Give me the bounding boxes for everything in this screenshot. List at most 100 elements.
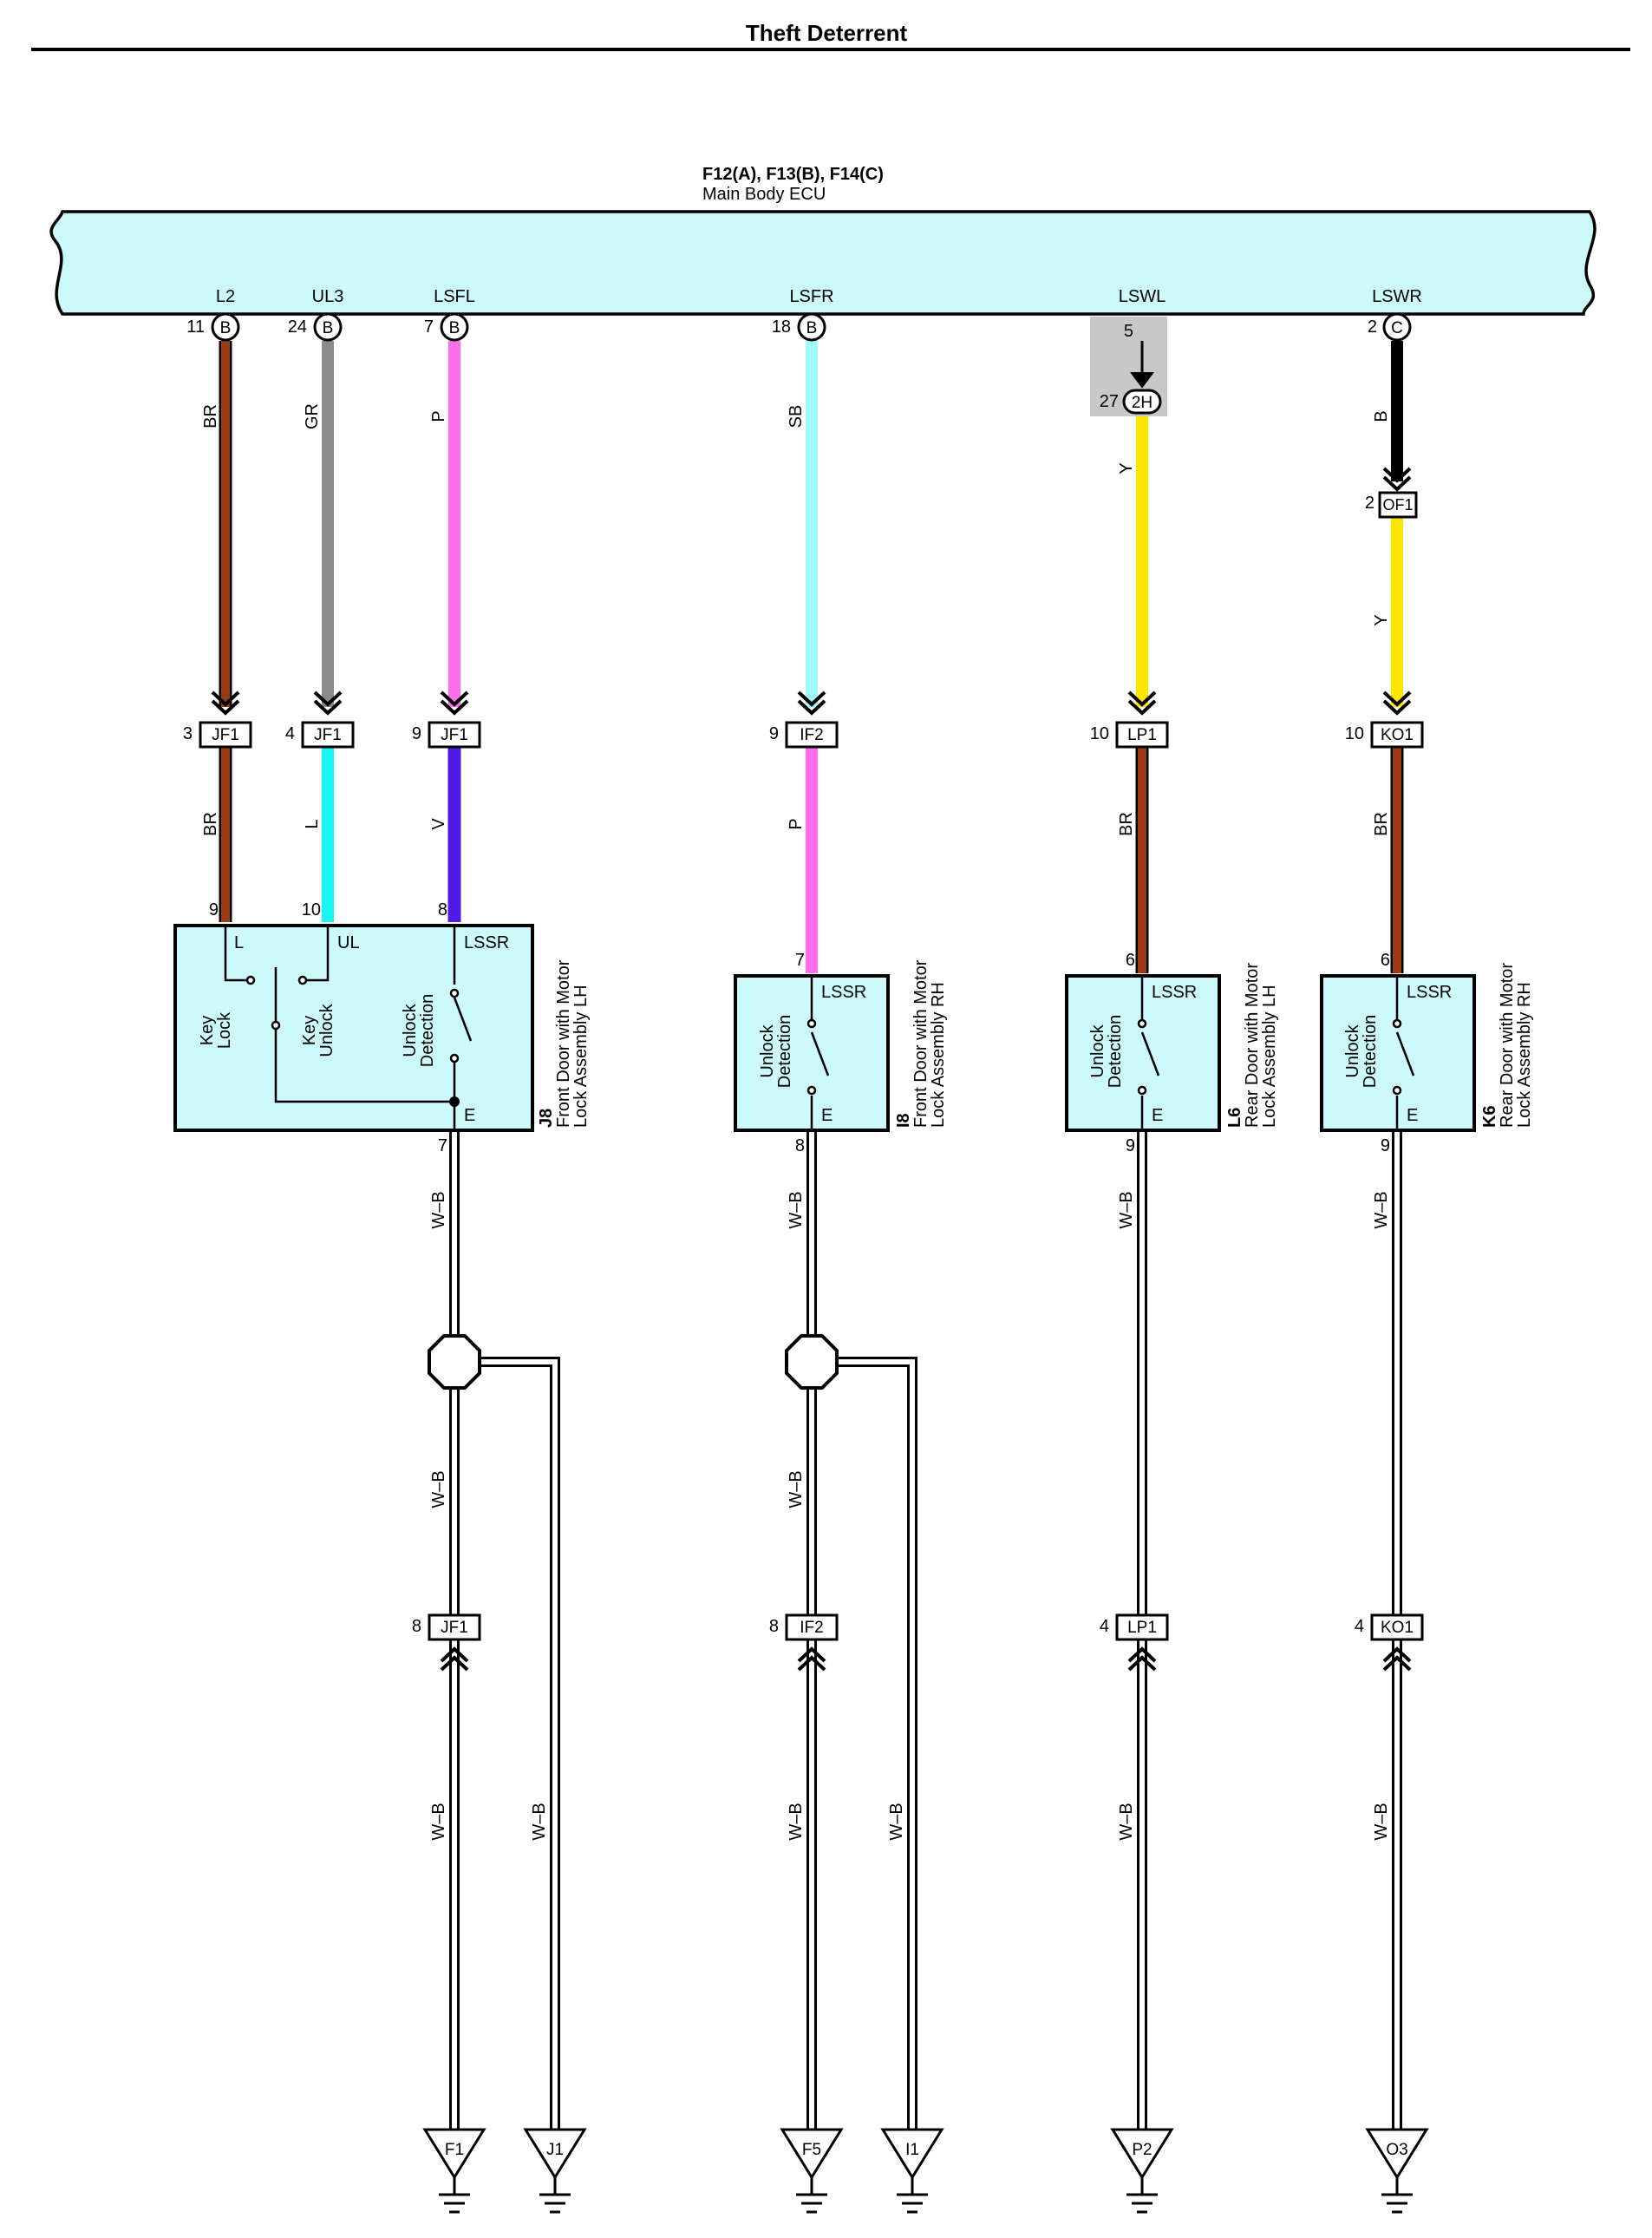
- svg-text:W–B: W–B: [1117, 1803, 1136, 1840]
- svg-text:W–B: W–B: [530, 1803, 549, 1840]
- svg-text:W–B: W–B: [1372, 1803, 1391, 1840]
- svg-text:W–B: W–B: [887, 1803, 906, 1840]
- svg-text:4: 4: [1355, 1617, 1364, 1636]
- svg-text:3: 3: [183, 724, 193, 743]
- svg-text:Front Door with Motor: Front Door with Motor: [911, 959, 930, 1128]
- svg-text:L: L: [234, 933, 244, 952]
- svg-text:JF1: JF1: [441, 726, 468, 744]
- svg-text:9: 9: [209, 900, 219, 919]
- svg-text:5: 5: [1124, 322, 1133, 341]
- svg-text:27: 27: [1100, 392, 1119, 411]
- svg-text:Front Door with Motor: Front Door with Motor: [554, 959, 573, 1128]
- svg-text:LP1: LP1: [1127, 1619, 1157, 1637]
- svg-text:GR: GR: [303, 403, 322, 429]
- svg-text:Rear Door with Motor: Rear Door with Motor: [1243, 963, 1262, 1128]
- svg-text:Unlock: Unlock: [1343, 1024, 1362, 1077]
- svg-text:Y: Y: [1372, 614, 1391, 625]
- svg-text:10: 10: [302, 900, 321, 919]
- svg-text:E: E: [1152, 1106, 1163, 1125]
- ground-f1: F1: [422, 2128, 486, 2214]
- ground-i1: I1: [880, 2128, 944, 2214]
- svg-text:C: C: [1391, 319, 1403, 337]
- ground-f5: F5: [780, 2128, 844, 2214]
- svg-text:E: E: [821, 1106, 833, 1125]
- svg-text:B: B: [1372, 410, 1391, 422]
- svg-text:Lock Assembly LH: Lock Assembly LH: [571, 985, 591, 1128]
- svg-text:Detection: Detection: [1106, 1015, 1125, 1089]
- ecu-connector-refs: F12(A), F13(B), F14(C): [702, 165, 884, 184]
- svg-text:IF2: IF2: [800, 1619, 823, 1637]
- svg-text:K6: K6: [1480, 1105, 1499, 1128]
- svg-text:9: 9: [412, 724, 421, 743]
- svg-text:LP1: LP1: [1127, 726, 1157, 744]
- svg-text:B: B: [449, 319, 460, 337]
- svg-text:Unlock: Unlock: [758, 1024, 777, 1077]
- ecu-pin-lsfl: LSFL: [434, 287, 475, 306]
- svg-text:B: B: [220, 319, 232, 337]
- svg-text:8: 8: [438, 900, 447, 919]
- svg-text:Y: Y: [1117, 462, 1136, 474]
- svg-text:B: B: [323, 319, 334, 337]
- ground-j1: J1: [523, 2128, 587, 2214]
- svg-text:Key: Key: [300, 1016, 319, 1045]
- svg-text:F1: F1: [445, 2141, 464, 2159]
- module-i8: 7 LSSR E Unlock Detection 8 I8 Front Doo…: [734, 951, 948, 1155]
- wb-wires: [449, 1128, 1402, 2130]
- svg-text:Detection: Detection: [775, 1015, 794, 1089]
- ground-p2: P2: [1110, 2128, 1174, 2214]
- splice-point-j8: [428, 1334, 481, 1390]
- svg-text:SB: SB: [787, 405, 806, 429]
- ecu-pin-l2: L2: [216, 287, 235, 306]
- svg-text:LSSR: LSSR: [821, 983, 866, 1002]
- module-k6: 6 LSSR E Unlock Detection 9 K6 Rear Door…: [1320, 951, 1534, 1155]
- svg-text:LSSR: LSSR: [464, 933, 509, 952]
- svg-text:E: E: [1407, 1106, 1418, 1125]
- splice-point-i8: [785, 1334, 839, 1390]
- module-l6: 6 LSSR E Unlock Detection 9 L6 Rear Door…: [1065, 951, 1279, 1155]
- svg-text:9: 9: [769, 724, 779, 743]
- svg-text:BR: BR: [201, 812, 220, 836]
- junction-2h: 27 2H: [1100, 389, 1162, 415]
- svg-text:BR: BR: [1372, 812, 1391, 836]
- ecu-pin-ul3: UL3: [312, 287, 344, 306]
- svg-text:P2: P2: [1132, 2141, 1152, 2159]
- svg-text:P: P: [429, 410, 448, 422]
- svg-text:Lock Assembly RH: Lock Assembly RH: [1515, 982, 1534, 1128]
- svg-text:OF1: OF1: [1382, 496, 1413, 514]
- svg-text:8: 8: [795, 1136, 805, 1155]
- svg-text:7: 7: [438, 1136, 447, 1155]
- svg-text:O3: O3: [1386, 2141, 1407, 2159]
- svg-text:4: 4: [285, 724, 295, 743]
- junction-row-lower: 8 JF1 8 IF2 4 LP1 4 KO1: [412, 1613, 1424, 1641]
- svg-text:W–B: W–B: [429, 1803, 448, 1840]
- svg-text:P: P: [787, 818, 806, 829]
- svg-text:W–B: W–B: [787, 1803, 806, 1840]
- ecu-body: [49, 210, 1596, 316]
- svg-text:9: 9: [1126, 1136, 1135, 1155]
- svg-text:6: 6: [1126, 951, 1135, 970]
- svg-text:Unlock: Unlock: [401, 1003, 420, 1057]
- svg-text:7: 7: [424, 317, 434, 337]
- svg-text:W–B: W–B: [1117, 1191, 1136, 1228]
- svg-text:W–B: W–B: [787, 1470, 806, 1508]
- svg-text:KO1: KO1: [1381, 1619, 1414, 1637]
- svg-text:KO1: KO1: [1381, 726, 1414, 744]
- svg-text:F5: F5: [802, 2141, 821, 2159]
- svg-text:Lock: Lock: [215, 1011, 234, 1049]
- svg-text:L: L: [303, 819, 322, 828]
- svg-text:UL: UL: [337, 933, 360, 952]
- ground-o3: O3: [1365, 2128, 1429, 2214]
- svg-text:18: 18: [772, 317, 791, 337]
- svg-text:JF1: JF1: [212, 726, 239, 744]
- svg-text:LSSR: LSSR: [1407, 983, 1452, 1002]
- svg-text:Lock Assembly LH: Lock Assembly LH: [1260, 985, 1279, 1128]
- svg-text:W–B: W–B: [429, 1470, 448, 1508]
- svg-text:I1: I1: [905, 2141, 919, 2159]
- svg-text:JF1: JF1: [314, 726, 342, 744]
- svg-text:24: 24: [288, 317, 307, 337]
- svg-text:BR: BR: [201, 404, 220, 429]
- ecu-pin-lswl: LSWL: [1119, 287, 1166, 306]
- module-j8: 9 10 8 L UL LSSR E Key Lock Key Unlock U…: [173, 900, 591, 1155]
- svg-text:10: 10: [1090, 724, 1109, 743]
